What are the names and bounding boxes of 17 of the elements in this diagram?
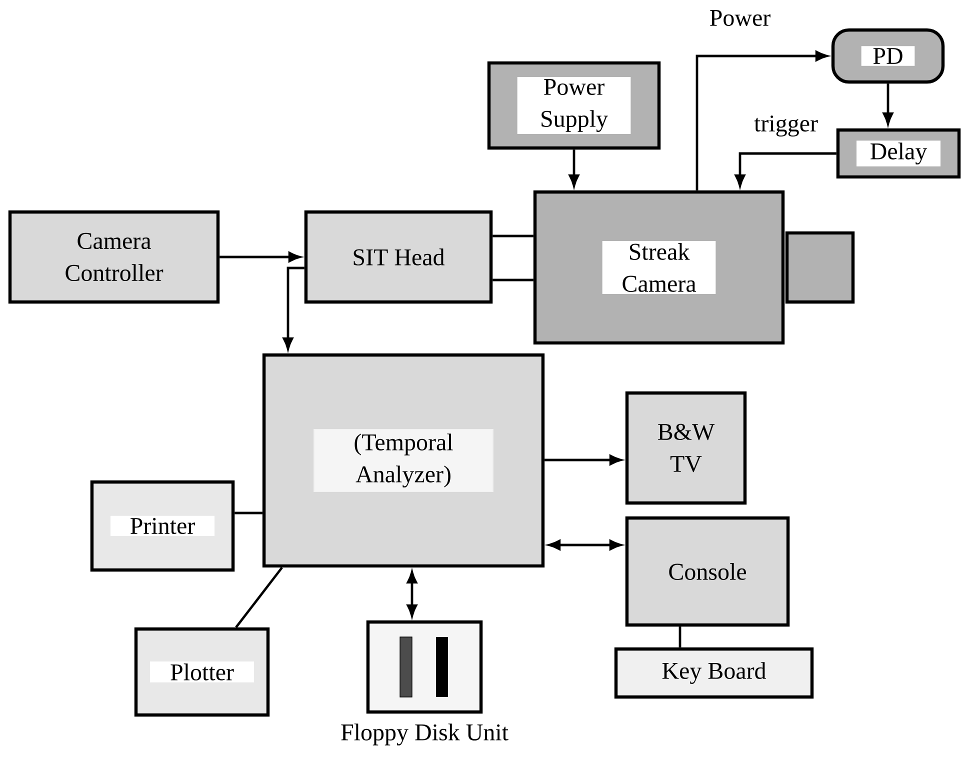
rounded-box: PD bbox=[831, 28, 945, 84]
device-box: Console bbox=[625, 516, 790, 627]
floppy-disk-box: Floppy Disk Unit bbox=[341, 620, 508, 746]
device-box: Delay bbox=[836, 128, 961, 179]
edge-label: trigger bbox=[752, 114, 820, 138]
device-box: Camera Controller bbox=[8, 210, 220, 304]
device-box: Power Supply bbox=[487, 61, 661, 150]
camera-lens-box bbox=[785, 231, 855, 304]
device-box: Plotter bbox=[134, 627, 270, 717]
device-box: Streak Camera bbox=[533, 190, 785, 345]
device-box: SIT Head bbox=[304, 210, 493, 304]
device-box: Printer bbox=[90, 480, 235, 572]
node-label: Floppy Disk Unit bbox=[341, 724, 508, 746]
edge-label: Power bbox=[708, 8, 772, 28]
device-box: Key Board bbox=[614, 647, 814, 699]
analyzer-box: (Temporal Analyzer) bbox=[262, 353, 545, 568]
device-box: B&W TV bbox=[625, 391, 747, 505]
